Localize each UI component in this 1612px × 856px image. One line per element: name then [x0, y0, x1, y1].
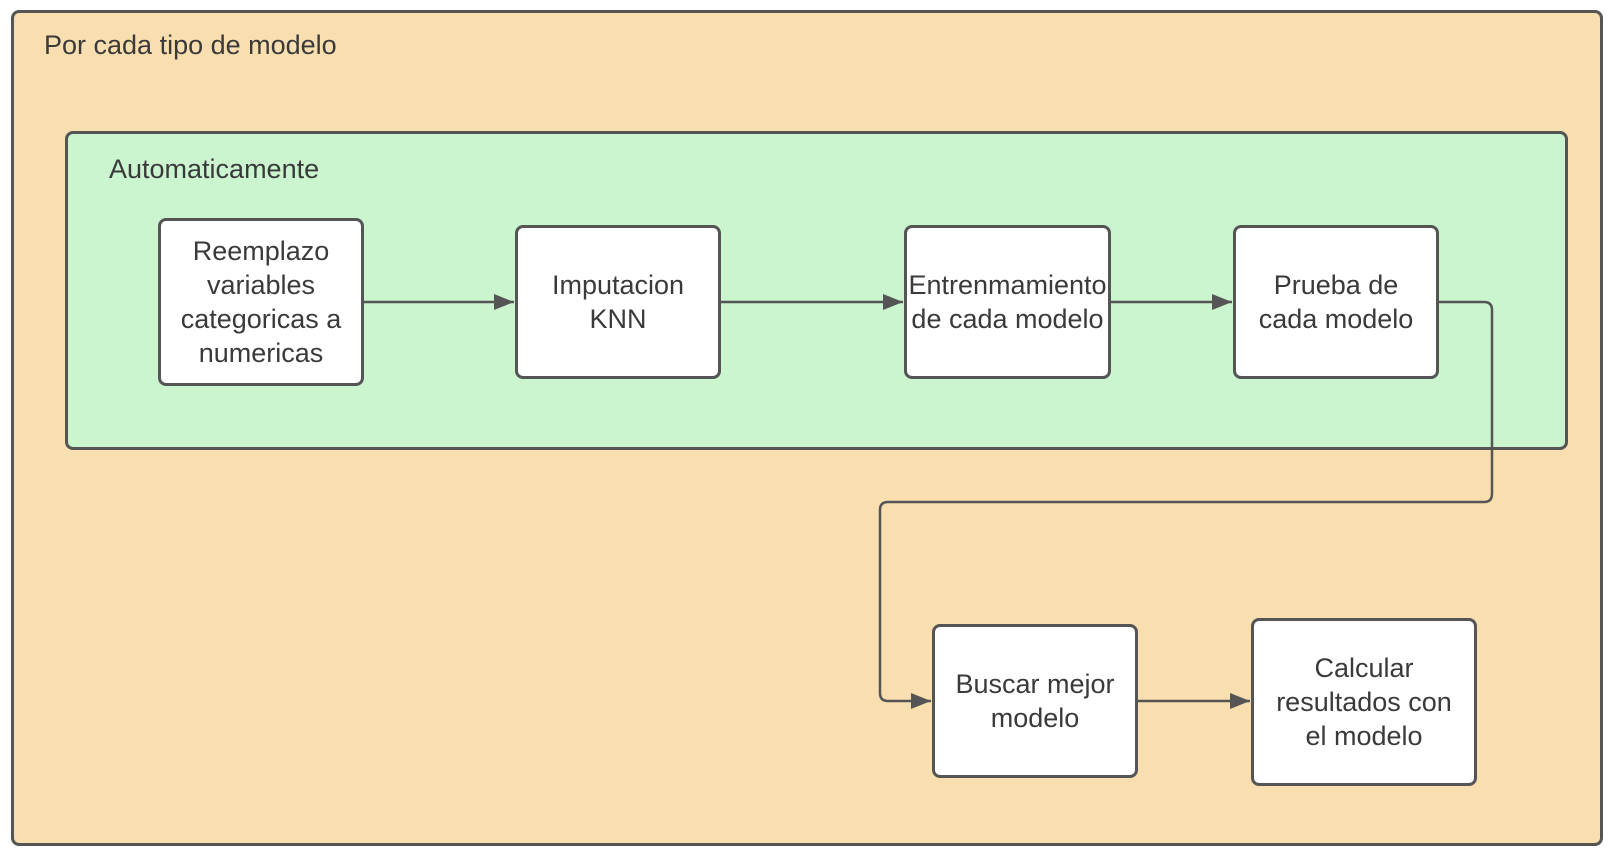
step-prueba-box[interactable]: Prueba de cada modelo [1233, 225, 1439, 379]
step-calcular-label: Calcular resultados con el modelo [1276, 653, 1452, 751]
step-buscar-label: Buscar mejor modelo [955, 669, 1115, 733]
step-buscar-box[interactable]: Buscar mejor modelo [932, 624, 1138, 778]
step-imputacion-box[interactable]: Imputacion KNN [515, 225, 721, 379]
step-imputacion-label: Imputacion KNN [551, 270, 685, 334]
step-entrenamiento-box[interactable]: Entrenmamiento de cada modelo [904, 225, 1111, 379]
step-reemplazo-label: Reemplazo variables categoricas a numeri… [180, 236, 342, 368]
outer-container-title: Por cada tipo de modelo [44, 30, 337, 60]
arrow-prueba-to-buscar [878, 300, 1494, 709]
step-calcular-box[interactable]: Calcular resultados con el modelo [1251, 618, 1477, 786]
step-entrenamiento-label: Entrenmamiento de cada modelo [908, 270, 1107, 334]
inner-container-title: Automaticamente [109, 154, 320, 184]
step-reemplazo-box[interactable]: Reemplazo variables categoricas a numeri… [158, 218, 364, 386]
step-prueba-label: Prueba de cada modelo [1258, 270, 1414, 334]
